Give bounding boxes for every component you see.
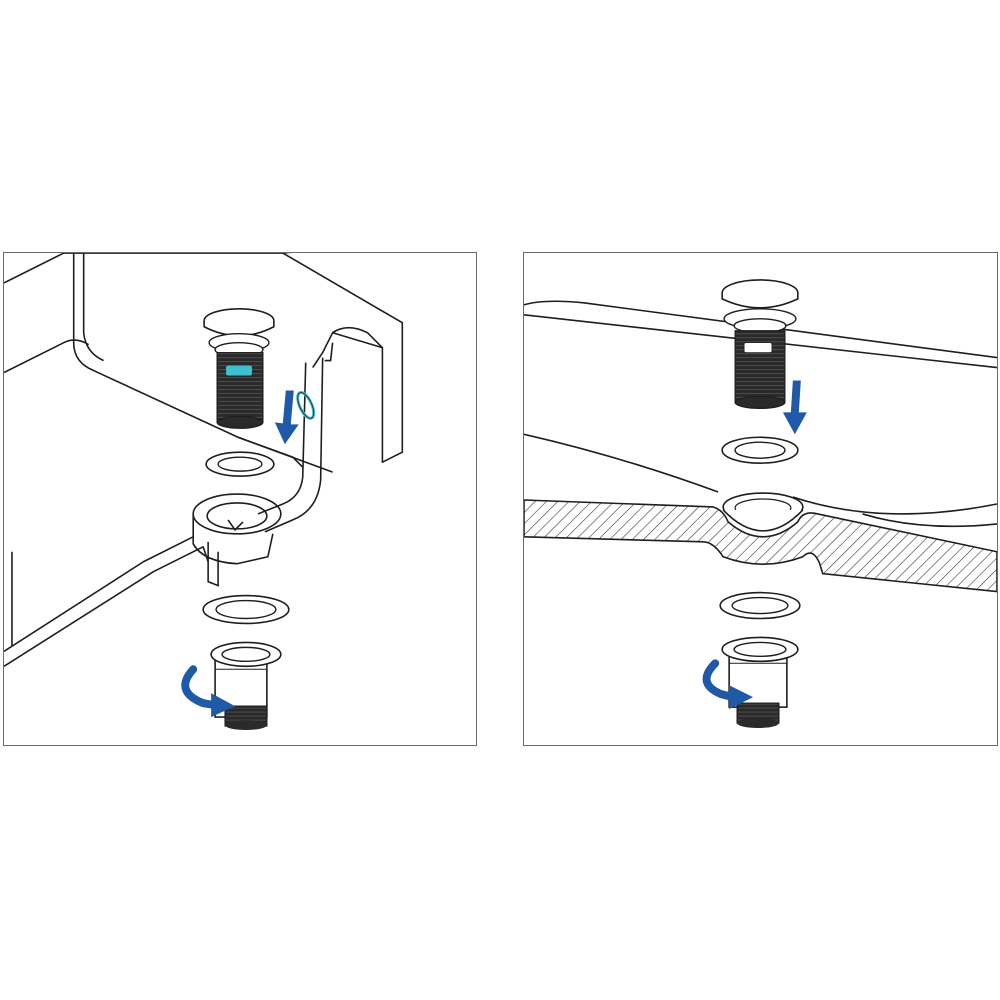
overflow-o-ring	[296, 391, 316, 420]
rotate-arrow-icon	[702, 659, 754, 710]
basin-body	[4, 253, 404, 667]
threaded-body	[734, 330, 786, 409]
pop-up-plug	[203, 308, 275, 358]
countertop-basin-panel	[523, 252, 998, 746]
drain-nut	[721, 636, 799, 729]
threaded-body	[216, 352, 264, 429]
pop-up-plug	[721, 279, 799, 334]
overflow-basin-diagram	[4, 253, 404, 731]
upper-washer	[205, 451, 275, 477]
drain-nut	[210, 641, 282, 731]
basin-section	[524, 492, 997, 593]
lower-washer	[202, 594, 290, 625]
rotate-arrow-icon	[181, 665, 236, 718]
basin-drain-hole	[192, 493, 282, 587]
arrow-down-icon	[782, 380, 807, 435]
lower-washer	[719, 591, 801, 620]
countertop-basin-diagram	[524, 279, 997, 729]
o-ring	[226, 365, 252, 376]
overflow-channel	[257, 342, 334, 533]
upper-washer	[721, 436, 799, 464]
overflow-basin-panel	[3, 252, 477, 746]
o-ring	[743, 342, 773, 354]
arrow-down-icon	[274, 390, 299, 445]
